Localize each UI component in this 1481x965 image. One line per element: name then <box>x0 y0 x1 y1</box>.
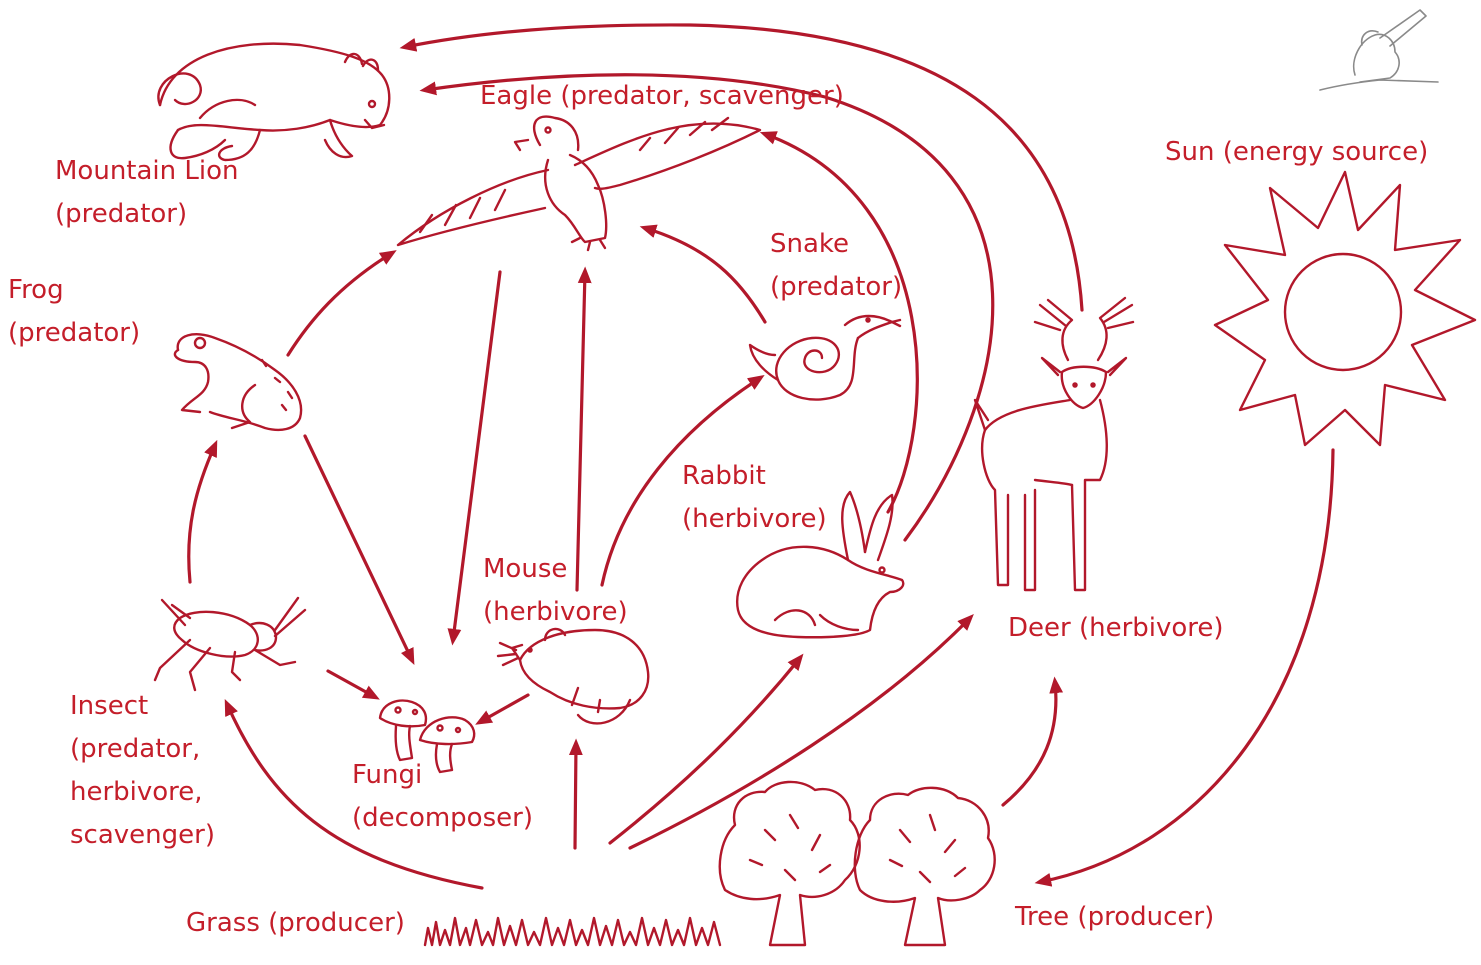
arrow-insect-to-fungi <box>328 671 375 697</box>
arrow-snake-to-eagle <box>645 228 765 322</box>
arrow-deer-to-mountain-lion <box>405 25 1082 310</box>
arrow-tree-to-deer <box>1003 682 1056 805</box>
snake-icon <box>750 316 900 400</box>
label-mountain-lion: Mountain Lion (predator) <box>55 150 239 236</box>
arrow-frog-to-fungi <box>305 436 412 660</box>
arrow-mouse-to-eagle <box>577 272 585 590</box>
arrow-grass-to-deer <box>630 618 970 848</box>
label-sun: Sun (energy source) <box>1165 131 1428 174</box>
frog-icon <box>175 334 301 430</box>
hand-pencil-icon <box>1320 10 1438 90</box>
title-fragment-right: ) <box>760 0 770 7</box>
label-insect: Insect (predator, herbivore, scavenger) <box>70 685 215 857</box>
label-snake: Snake (predator) <box>770 223 902 309</box>
label-tree: Tree (producer) <box>1015 896 1214 939</box>
grass-icon <box>425 918 720 945</box>
label-mouse: Mouse (herbivore) <box>483 548 628 634</box>
label-frog: Frog (predator) <box>8 269 140 355</box>
mouse-icon <box>498 629 648 723</box>
label-eagle: Eagle (predator, scavenger) <box>480 75 844 118</box>
label-rabbit: Rabbit (herbivore) <box>682 455 827 541</box>
arrow-frog-to-eagle <box>288 253 392 355</box>
deer-icon <box>975 298 1133 590</box>
tree-icon <box>720 782 995 945</box>
label-fungi: Fungi (decomposer) <box>352 754 533 840</box>
arrow-grass-to-mouse <box>575 744 576 848</box>
arrow-grass-to-rabbit <box>610 658 800 843</box>
arrow-mouse-to-fungi <box>480 695 528 722</box>
label-grass: Grass (producer) <box>186 902 405 945</box>
arrow-insect-to-frog <box>189 445 215 582</box>
mountain-lion-icon <box>158 44 389 160</box>
title-fragment-left: ( <box>428 0 438 7</box>
eagle-icon <box>398 117 760 250</box>
sun-icon <box>1215 172 1475 445</box>
insect-icon <box>155 598 305 690</box>
label-deer: Deer (herbivore) <box>1008 607 1224 650</box>
